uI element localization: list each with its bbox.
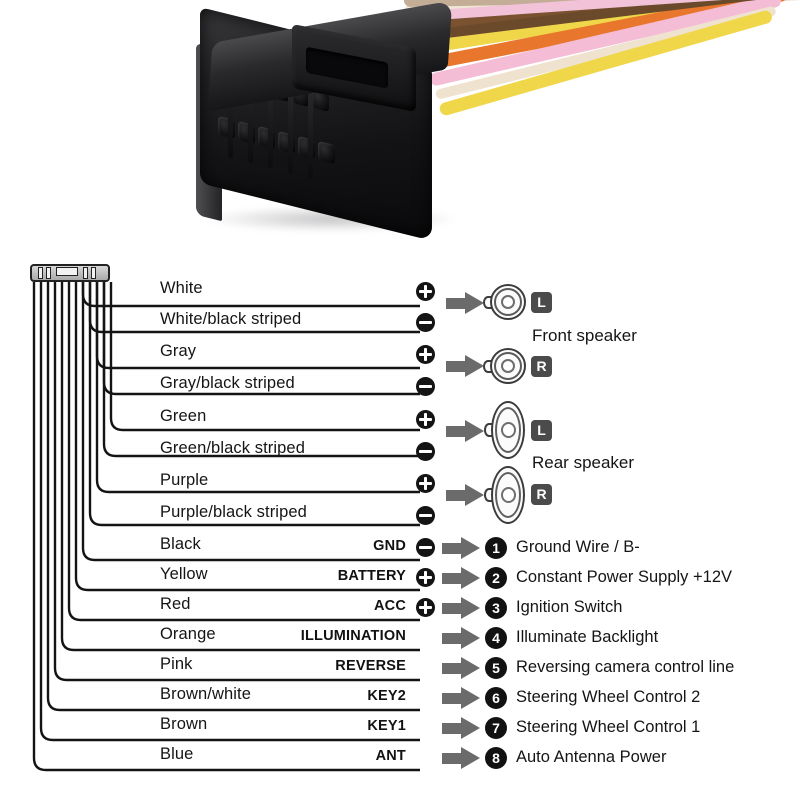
arrow-icon — [442, 657, 480, 679]
polarity-minus-icon — [416, 442, 435, 461]
arrow-icon — [442, 717, 480, 739]
wire-label: Brown/white — [160, 685, 251, 703]
polarity-plus-icon — [416, 410, 435, 429]
rear-speaker-right-icon — [484, 466, 528, 524]
pin-description: Constant Power Supply +12V — [516, 568, 733, 586]
arrow-icon — [442, 567, 480, 589]
pin-description: Ignition Switch — [516, 598, 623, 616]
pin-number-badge: 6 — [485, 687, 507, 709]
pin-number-badge: 5 — [485, 657, 507, 679]
speaker-side-badge: R — [531, 484, 552, 505]
connector-rib — [308, 81, 313, 179]
speaker-side-badge: L — [531, 292, 552, 313]
pin-number-badge: 4 — [485, 627, 507, 649]
pin-hole — [318, 140, 335, 165]
rear-speaker-left-icon — [484, 401, 528, 459]
wire-label: Gray/black striped — [160, 374, 295, 392]
pin-number-badge: 3 — [485, 597, 507, 619]
wire-label: Red — [160, 595, 191, 613]
wire-function: BATTERY — [337, 568, 406, 584]
connector-photo — [0, 0, 800, 262]
header-slot — [56, 267, 78, 276]
wire-routing — [32, 282, 420, 772]
wire-function: KEY1 — [367, 718, 406, 734]
wire-function: ILLUMINATION — [300, 628, 406, 644]
polarity-plus-icon — [416, 345, 435, 364]
arrow-icon — [446, 292, 484, 314]
wire-label: Green — [160, 407, 207, 425]
arrow-icon — [442, 627, 480, 649]
wire-function: ACC — [373, 598, 406, 614]
wire-label: Yellow — [160, 565, 208, 583]
pin-number-badge: 1 — [485, 537, 507, 559]
wire-label: Orange — [160, 625, 216, 643]
pin-description: Auto Antenna Power — [516, 748, 667, 766]
polarity-plus-icon — [416, 474, 435, 493]
header-slot — [46, 267, 51, 279]
arrow-icon — [446, 420, 484, 442]
arrow-icon — [446, 355, 484, 377]
wire-label: Blue — [160, 745, 194, 763]
polarity-minus-icon — [416, 506, 435, 525]
pin-description: Ground Wire / B- — [516, 538, 640, 556]
front-speaker-right-icon — [483, 346, 528, 386]
arrow-icon — [442, 537, 480, 559]
header-slot — [38, 267, 43, 279]
pin-description: Reversing camera control line — [516, 658, 735, 676]
speaker-side-badge: R — [531, 356, 552, 377]
wire-function: ANT — [375, 748, 406, 764]
arrow-icon — [442, 597, 480, 619]
wire-label: Black — [160, 535, 201, 553]
wire-label: Purple — [160, 471, 209, 489]
front-speaker-caption: Front speaker — [532, 326, 637, 345]
wire-label: Green/black striped — [160, 439, 305, 457]
polarity-minus-icon — [416, 313, 435, 332]
arrow-icon — [446, 484, 484, 506]
polarity-plus-icon — [416, 282, 435, 301]
arrow-icon — [442, 747, 480, 769]
wire-label: White/black striped — [160, 310, 302, 328]
pin-description: Illuminate Backlight — [516, 628, 659, 646]
wire-label: Brown — [160, 715, 208, 733]
pin-number-badge: 8 — [485, 747, 507, 769]
rear-speaker-caption: Rear speaker — [532, 453, 635, 472]
polarity-minus-icon — [416, 538, 435, 557]
arrow-icon — [442, 687, 480, 709]
wiring-diagram: White L White/black striped Front speake… — [0, 258, 800, 800]
polarity-minus-icon — [416, 377, 435, 396]
wire-label: Purple/black striped — [160, 503, 307, 521]
wire-function: GND — [373, 538, 406, 554]
polarity-plus-icon — [416, 598, 435, 617]
wire-label: Pink — [160, 655, 193, 673]
wire-label: Gray — [160, 342, 197, 360]
wire-function: REVERSE — [335, 658, 406, 674]
polarity-plus-icon — [416, 568, 435, 587]
pin-description: Steering Wheel Control 2 — [516, 688, 701, 706]
pin-description: Steering Wheel Control 1 — [516, 718, 701, 736]
speaker-side-badge: L — [531, 420, 552, 441]
pin-number-badge: 2 — [485, 567, 507, 589]
header-slot — [83, 267, 88, 279]
wire-function: KEY2 — [367, 688, 406, 704]
pin-number-badge: 7 — [485, 717, 507, 739]
front-speaker-left-icon — [483, 282, 528, 322]
header-slot — [91, 267, 96, 279]
wire-label: White — [160, 279, 203, 297]
